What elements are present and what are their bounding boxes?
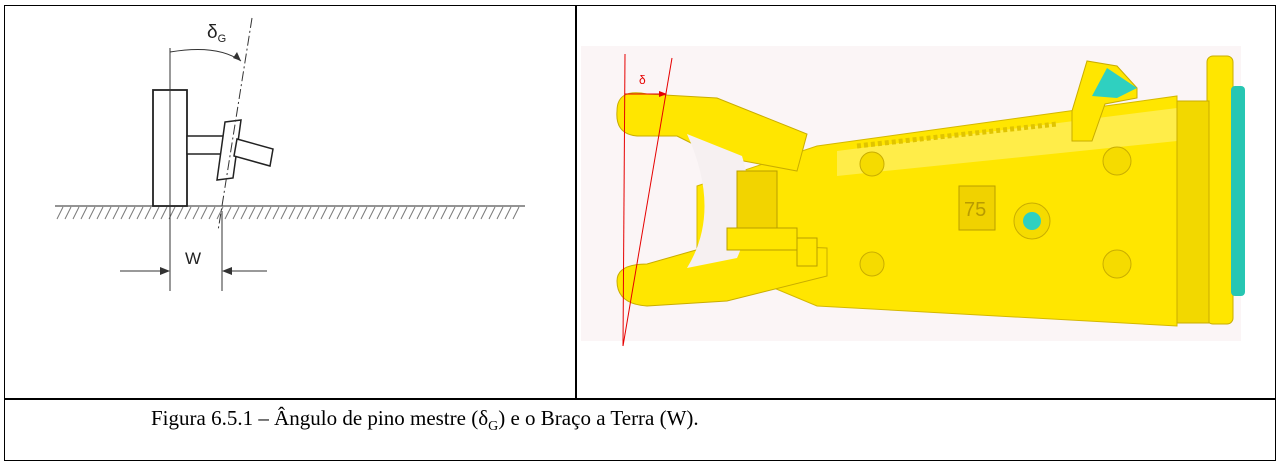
caption-suffix: ) e o Braço a Terra (W). bbox=[498, 406, 699, 430]
angle-label: δ bbox=[639, 73, 646, 87]
bracket-machined-face bbox=[1092, 68, 1137, 98]
steering-arm bbox=[233, 138, 274, 167]
flange-machined-face bbox=[1231, 86, 1245, 296]
w-right-arrowhead bbox=[222, 267, 232, 275]
left-lower-boss bbox=[859, 251, 885, 277]
angle-arrowhead bbox=[233, 52, 241, 61]
angle-arc bbox=[169, 48, 242, 62]
upper-boss bbox=[1102, 146, 1132, 176]
flange-neck bbox=[1176, 100, 1210, 324]
row-divider bbox=[5, 398, 1275, 400]
rib-tab bbox=[796, 237, 818, 267]
left-upper-boss bbox=[859, 151, 885, 177]
kingpin-diagram-cell: δG W bbox=[5, 6, 575, 398]
caption-prefix: Figura 6.5.1 – Ângulo de pino mestre (δ bbox=[151, 406, 489, 430]
fork-lower-arm bbox=[616, 243, 828, 307]
lower-rib bbox=[726, 227, 798, 251]
column-divider bbox=[575, 6, 577, 399]
vertical-reference-line bbox=[622, 53, 626, 347]
angle-label: δG bbox=[207, 22, 226, 45]
part-marking: 75 bbox=[964, 199, 986, 221]
fork-upper-arm bbox=[616, 92, 808, 172]
w-left-arrowhead bbox=[160, 267, 170, 275]
axle-rect bbox=[186, 135, 225, 155]
caption-subscript: G bbox=[488, 419, 499, 435]
angle-arrowhead bbox=[659, 91, 667, 97]
width-label: W bbox=[185, 249, 201, 268]
kingpin-axis-line bbox=[622, 57, 673, 347]
axle-housing-render: 75 δ bbox=[581, 46, 1245, 347]
figure-table: δG W bbox=[4, 5, 1276, 461]
figure-caption: Figura 6.5.1 – Ângulo de pino mestre (δG… bbox=[151, 406, 699, 435]
ground-hatching bbox=[56, 206, 520, 220]
lower-boss bbox=[1102, 249, 1132, 279]
kingpin-diagram: δG W bbox=[55, 17, 525, 291]
end-flange bbox=[1206, 55, 1234, 325]
marking-plate bbox=[958, 185, 996, 231]
center-bore bbox=[1023, 212, 1041, 230]
texture-band bbox=[856, 121, 1058, 149]
part-render-cell: 75 δ bbox=[577, 6, 1275, 398]
